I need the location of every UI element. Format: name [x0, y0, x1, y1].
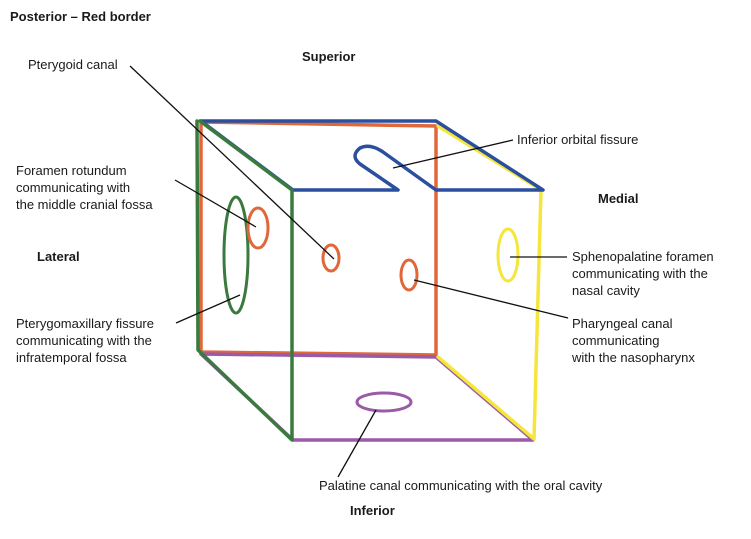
leader-foramen-rotundum — [174, 179, 257, 228]
direction-medial: Medial — [598, 191, 638, 206]
leader-pterygoid — [129, 65, 335, 260]
label-pterygomaxillary: infratemporal fossa — [16, 350, 127, 365]
pterygoid-canal — [321, 243, 341, 273]
label-pharyngeal: communicating — [572, 333, 659, 348]
medial-wall — [436, 124, 543, 441]
label-pharyngeal: Pharyngeal canal — [572, 316, 673, 331]
title: Posterior – Red border — [10, 9, 151, 24]
lateral-wall — [195, 119, 294, 442]
leader-pterygomaxillary — [175, 294, 241, 324]
foramen-rotundum — [246, 206, 270, 250]
leader-inferior-orbital — [392, 139, 514, 169]
label-pharyngeal: with the nasopharynx — [571, 350, 695, 365]
label-inferior-orbital: Inferior orbital fissure — [517, 132, 638, 147]
label-pterygomaxillary: Pterygomaxillary fissure — [16, 316, 154, 331]
label-sphenopalatine: communicating with the — [572, 266, 708, 281]
superior-wall — [199, 119, 545, 192]
label-foramen-rotundum: communicating with — [16, 180, 130, 195]
leader-palatine — [337, 409, 377, 478]
direction-superior: Superior — [302, 49, 355, 64]
label-foramen-rotundum: Foramen rotundum — [16, 163, 127, 178]
leader-pharyngeal — [413, 279, 569, 319]
label-pterygomaxillary: communicating with the — [16, 333, 152, 348]
label-sphenopalatine: nasal cavity — [572, 283, 640, 298]
palatine-canal — [355, 391, 413, 413]
sphenopalatine-foramen — [496, 227, 520, 283]
posterior-wall — [199, 120, 438, 357]
pterygomaxillary-fissure — [222, 195, 250, 315]
direction-inferior: Inferior — [350, 503, 395, 518]
pharyngeal-canal — [399, 258, 419, 292]
label-sphenopalatine: Sphenopalatine foramen — [572, 249, 714, 264]
direction-lateral: Lateral — [37, 249, 80, 264]
label-palatine: Palatine canal communicating with the or… — [319, 478, 603, 493]
label-pterygoid: Pterygoid canal — [28, 57, 118, 72]
label-foramen-rotundum: the middle cranial fossa — [16, 197, 153, 212]
